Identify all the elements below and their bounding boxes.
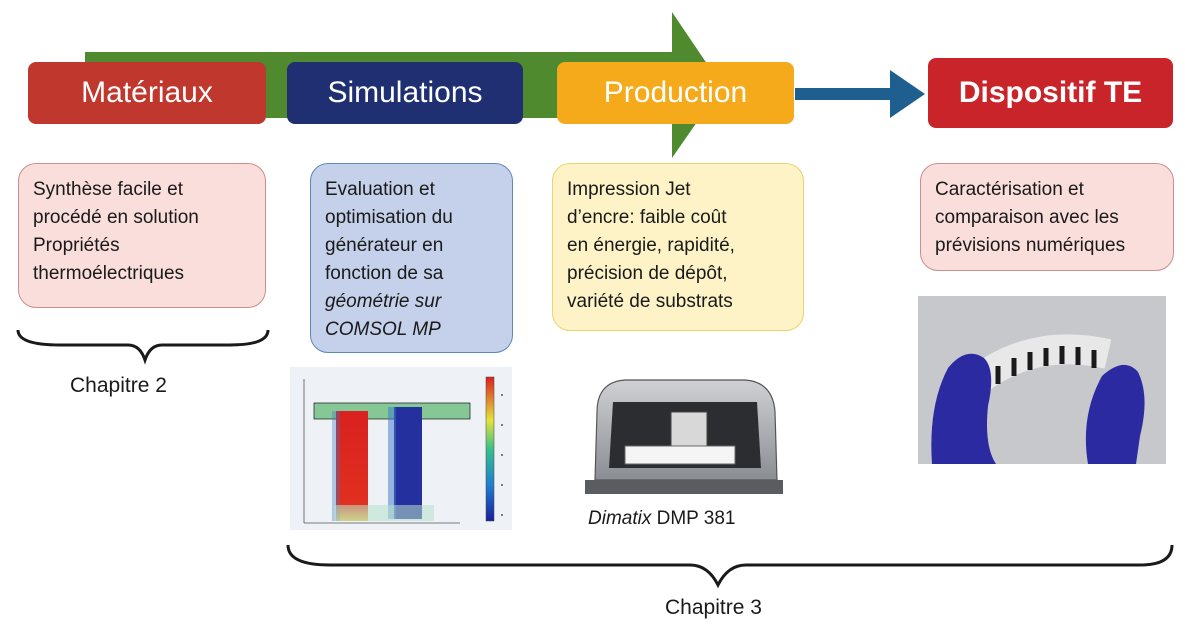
note-simulations: Evaluation et optimisation du générateur…: [310, 163, 513, 353]
step-simulations-label: Simulations: [327, 76, 483, 109]
step-dispositif: Dispositif TE: [928, 58, 1173, 128]
brace-chapitre-3: [286, 544, 1174, 589]
step-production: Production: [557, 62, 794, 124]
step-dispositif-label: Dispositif TE: [958, 76, 1143, 109]
simulation-heatmap-image: [290, 367, 512, 530]
printer-caption: Dimatix DMP 381: [588, 508, 736, 529]
note-dispositif: Caractérisation et comparaison avec les …: [920, 163, 1174, 271]
step-production-label: Production: [603, 76, 748, 109]
chapitre-3-label: Chapitre 3: [665, 596, 762, 619]
brace-chapitre-2: [16, 329, 270, 365]
note-production: Impression Jet d’encre: faible coût en é…: [552, 163, 804, 331]
inkjet-printer-image: [585, 379, 783, 494]
step-materiaux: Matériaux: [28, 62, 266, 124]
chapitre-2-label: Chapitre 2: [70, 374, 167, 397]
flexible-device-photo: [918, 296, 1166, 464]
note-materiaux: Synthèse facile et procédé en solution P…: [18, 163, 266, 308]
step-simulations: Simulations: [287, 62, 523, 124]
step-materiaux-label: Matériaux: [81, 76, 213, 109]
